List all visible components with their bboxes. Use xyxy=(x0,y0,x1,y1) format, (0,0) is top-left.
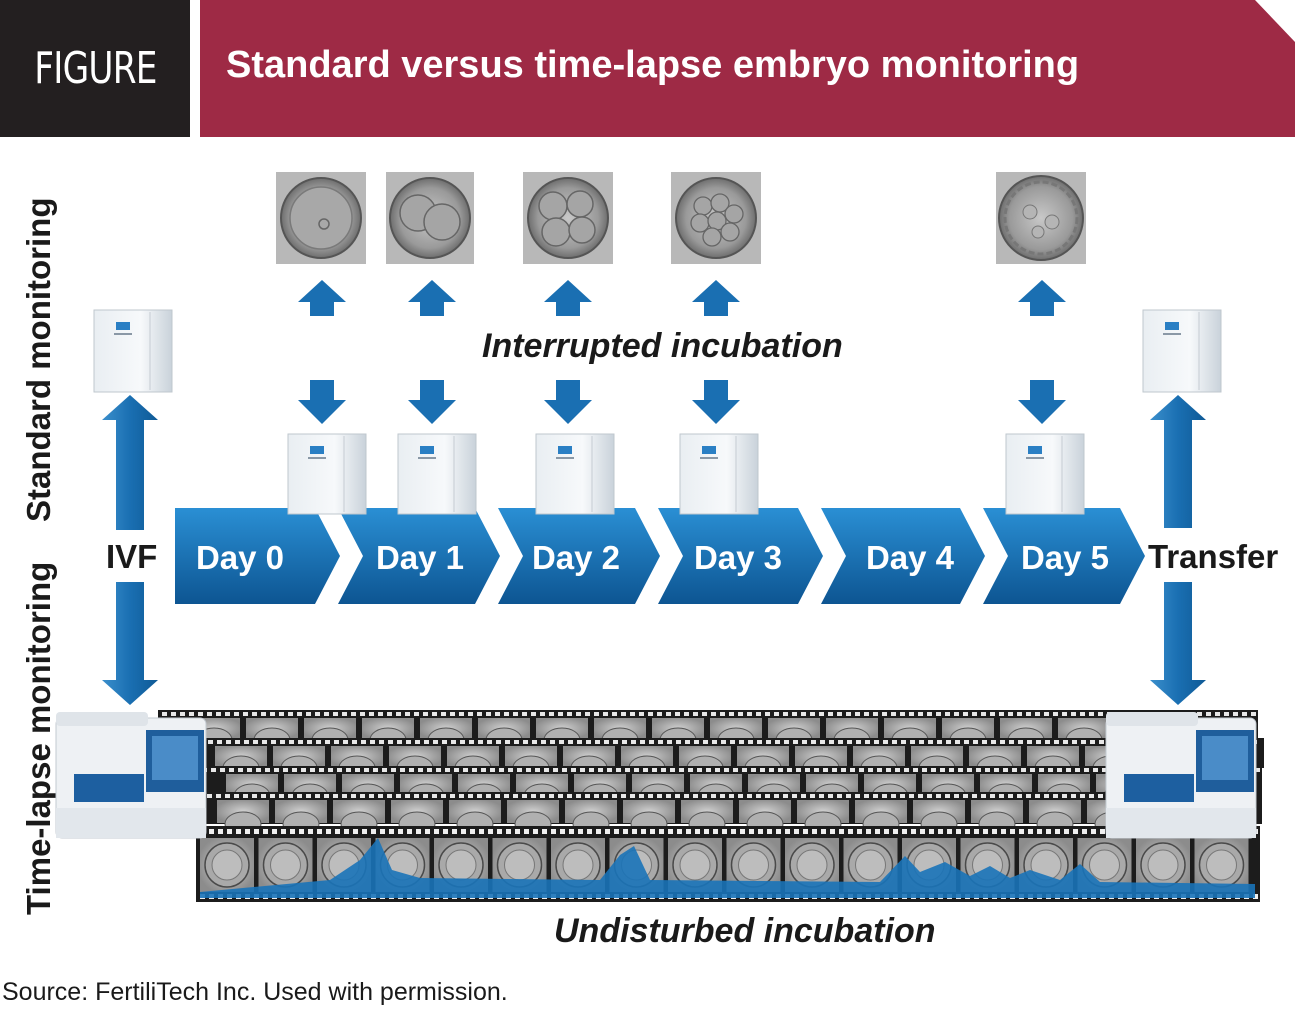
down-arrow-day-0 xyxy=(298,380,346,424)
chevron-day-4 xyxy=(821,508,985,604)
chevron-day-1 xyxy=(338,508,500,604)
incubator-icon xyxy=(679,433,759,515)
incubator-icon xyxy=(535,433,615,515)
timelapse-film-strips xyxy=(158,710,1264,902)
timelapse-incubator-icon xyxy=(1105,712,1257,839)
film-strip-front xyxy=(196,826,1260,902)
day-4-label: Day 4 xyxy=(866,539,955,576)
up-arrows xyxy=(298,280,1066,316)
title-bar xyxy=(200,0,1295,137)
chevron-day-3 xyxy=(658,508,823,604)
down-arrows xyxy=(298,380,1066,424)
up-arrow-day-5 xyxy=(1018,280,1066,316)
down-arrow-day-1 xyxy=(408,380,456,424)
chevron-day-2 xyxy=(498,508,660,604)
day-chevrons xyxy=(175,508,1145,604)
ivf-double-arrow xyxy=(102,395,158,705)
embryo-image-day-5 xyxy=(996,172,1086,264)
up-arrow-day-2 xyxy=(544,280,592,316)
undisturbed-incubation-label: Undisturbed incubation xyxy=(554,912,936,950)
figure-badge-label: FIGURE xyxy=(33,43,157,94)
embryo-image-day-1 xyxy=(386,172,474,264)
figure-badge: FIGURE xyxy=(0,0,190,137)
up-arrow-day-3 xyxy=(692,280,740,316)
day-0-label: Day 0 xyxy=(196,539,284,576)
chevron-day-0 xyxy=(175,508,340,604)
source-credit: Source: FertiliTech Inc. Used with permi… xyxy=(2,978,508,1006)
embryo-images-standard xyxy=(276,172,1086,264)
incubator-icon xyxy=(397,433,477,515)
day-2-label: Day 2 xyxy=(532,539,620,576)
day-5-label: Day 5 xyxy=(1021,539,1109,576)
embryo-image-day-0 xyxy=(276,172,366,264)
incubator-icon xyxy=(287,433,367,515)
figure-title: Standard versus time-lapse embryo monito… xyxy=(226,44,1080,86)
chevron-day-5 xyxy=(983,508,1145,604)
down-arrow-day-5 xyxy=(1018,380,1066,424)
up-arrow-day-1 xyxy=(408,280,456,316)
day-3-label: Day 3 xyxy=(694,539,782,576)
transfer-double-arrow xyxy=(1150,395,1206,705)
embryo-image-day-3 xyxy=(671,172,761,264)
standard-incubators xyxy=(93,309,1222,515)
incubator-icon xyxy=(1142,309,1222,393)
day-1-label: Day 1 xyxy=(376,539,464,576)
interrupted-incubation-label: Interrupted incubation xyxy=(482,327,843,365)
timelapse-incubator-icon xyxy=(55,712,207,839)
transfer-label: Transfer xyxy=(1148,538,1279,575)
incubator-icon xyxy=(93,309,173,393)
incubator-icon xyxy=(1005,433,1085,515)
up-arrow-day-0 xyxy=(298,280,346,316)
down-arrow-day-3 xyxy=(692,380,740,424)
down-arrow-day-2 xyxy=(544,380,592,424)
embryo-image-day-2 xyxy=(523,172,613,264)
ivf-label: IVF xyxy=(106,538,158,575)
